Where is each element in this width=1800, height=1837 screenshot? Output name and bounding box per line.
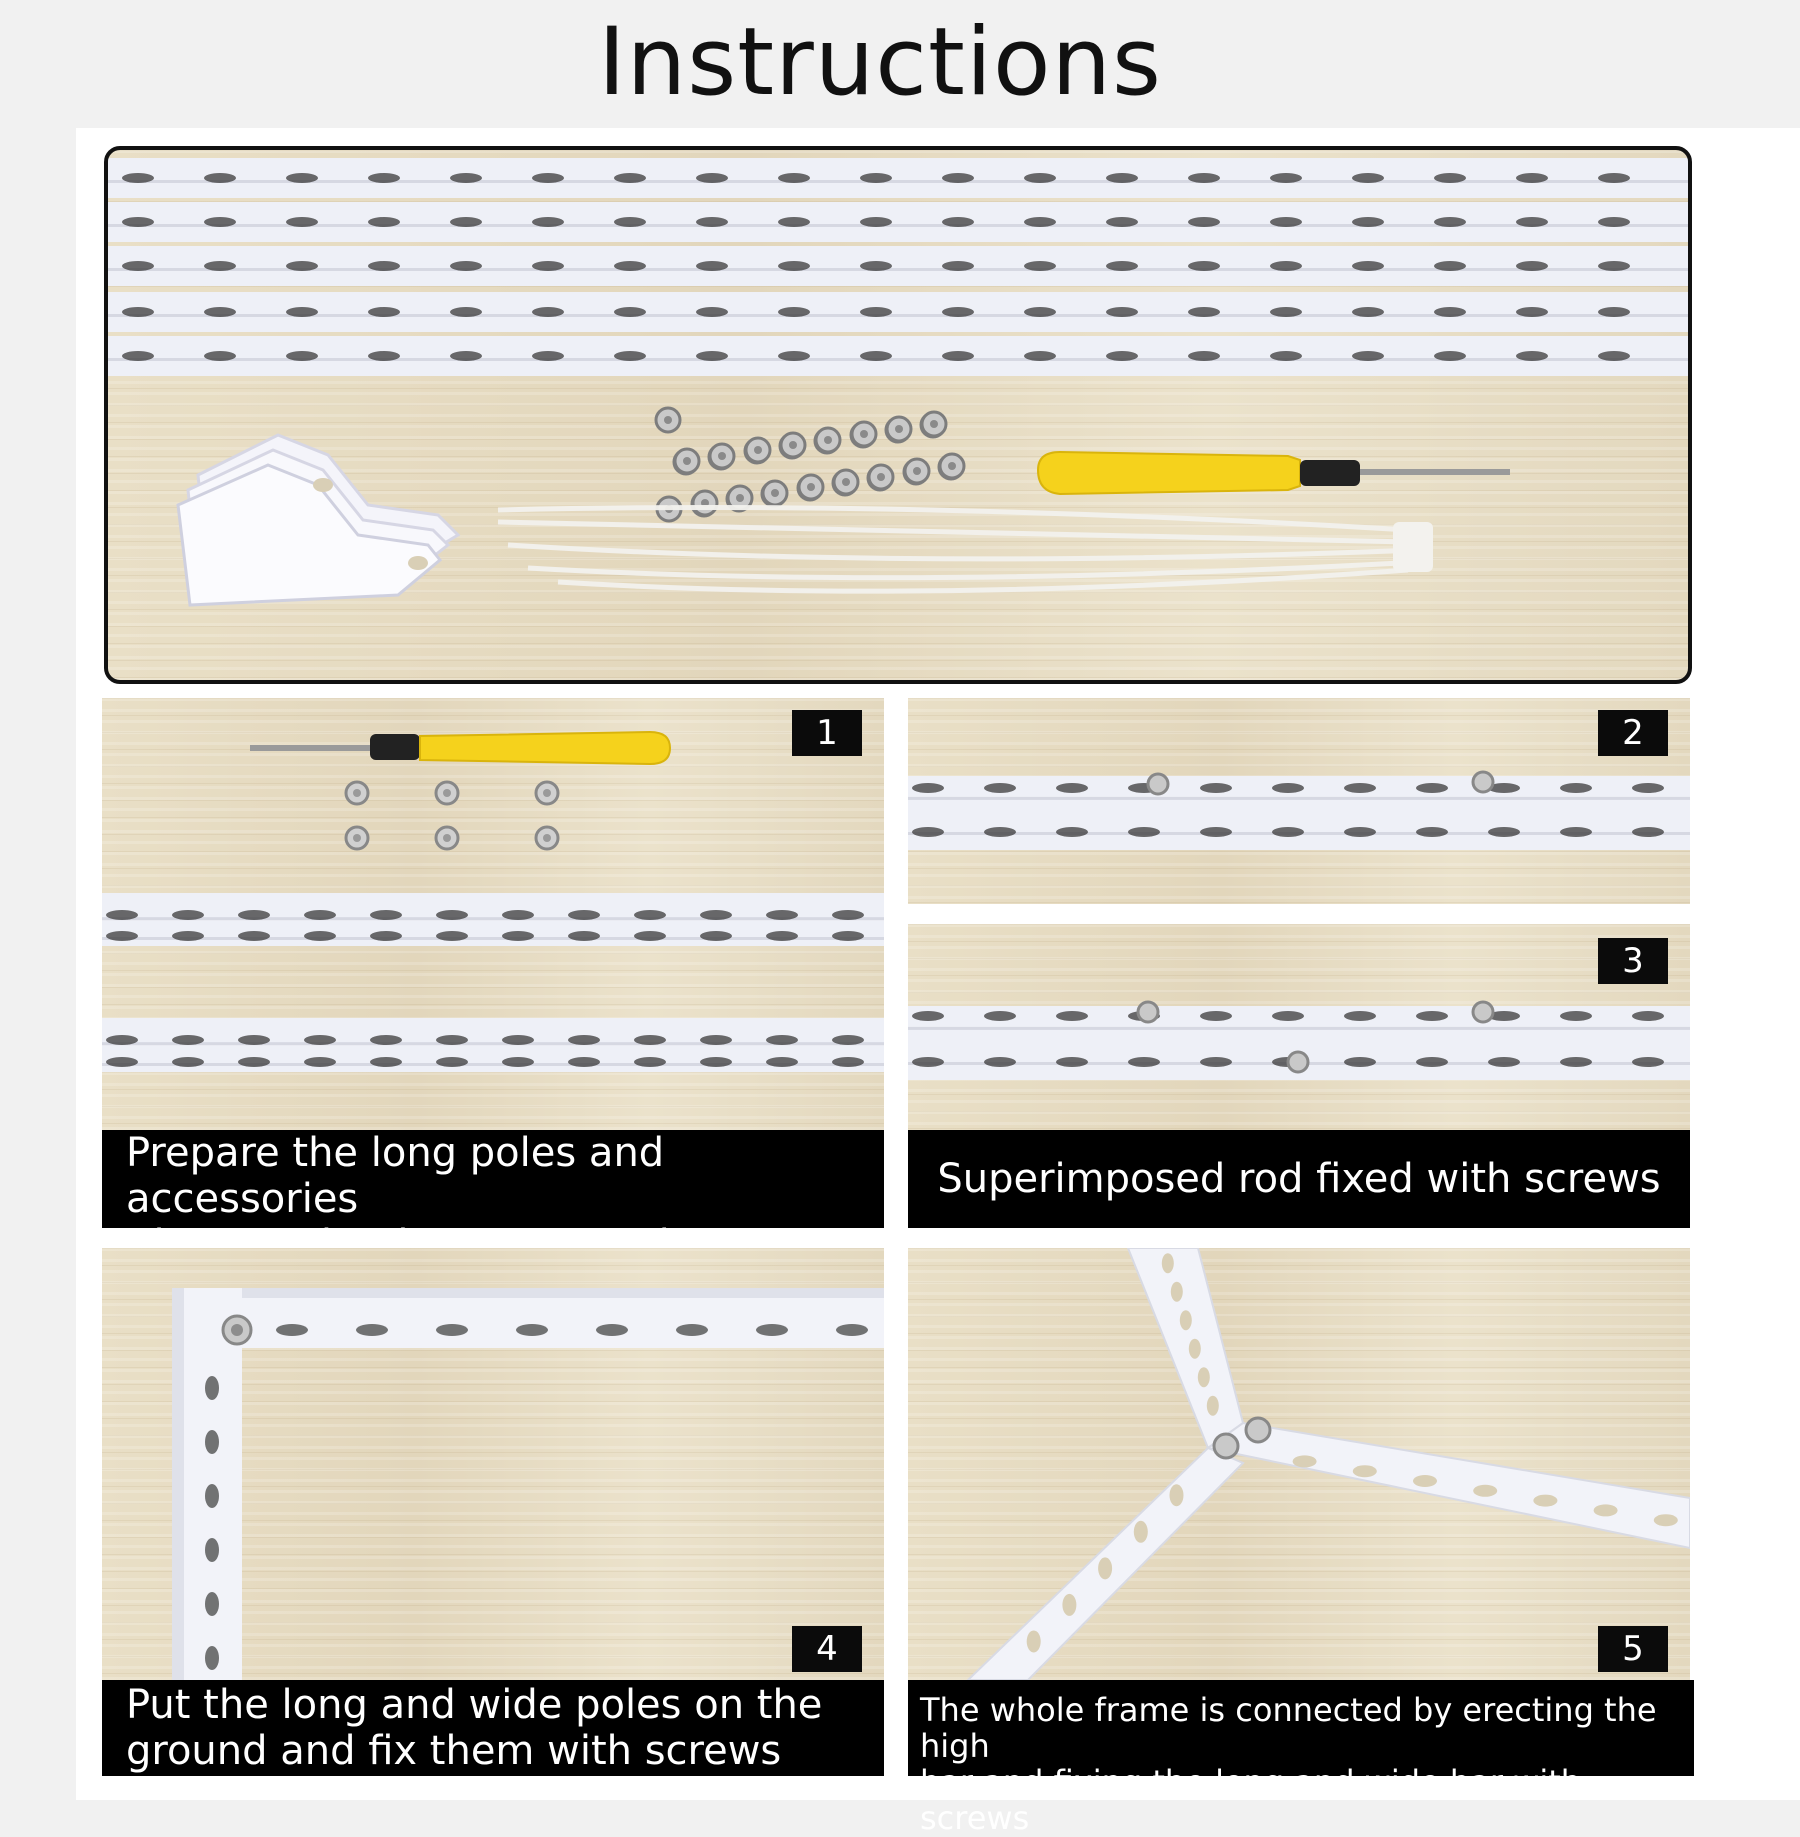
step-4-caption-line2: ground and fix them with screws [126, 1728, 782, 1774]
step-number-badge: 5 [1598, 1626, 1668, 1672]
nut-icon [344, 780, 560, 851]
step-1-caption: Prepare the long poles and accessories t… [102, 1130, 884, 1268]
pole [102, 893, 884, 1072]
pole [908, 770, 1690, 850]
screw-icon [654, 406, 966, 523]
step-2-photo: 2 [908, 698, 1690, 904]
step-3-photo: 3 [908, 924, 1690, 1130]
step-5-photo: 5 [908, 1248, 1690, 1680]
step-number-badge: 1 [792, 710, 862, 756]
pole-stack [108, 158, 1688, 376]
step-number-badge: 4 [792, 1626, 862, 1672]
step-4-photo: 4 [102, 1248, 884, 1680]
step-3-caption: Superimposed rod fixed with screws [908, 1130, 1690, 1228]
corner-bracket-icon [176, 433, 461, 607]
step-1-caption-line1: Prepare the long poles and accessories [126, 1130, 665, 1222]
step-4-caption: Put the long and wide poles on the groun… [102, 1680, 884, 1776]
step-number-badge: 2 [1598, 710, 1668, 756]
screwdriver-icon [1036, 450, 1510, 496]
step-5-caption-line2: bar and fixing the long and wide bar wit… [920, 1763, 1582, 1837]
step-4-caption-line1: Put the long and wide poles on the [126, 1682, 823, 1728]
step-1-photo: 1 [102, 698, 884, 1130]
cable-tie-icon [497, 505, 1419, 594]
pole [908, 1000, 1690, 1080]
step-5-caption: The whole frame is connected by erecting… [908, 1680, 1694, 1836]
page-title: Instructions [597, 8, 1163, 117]
screwdriver-icon [250, 730, 672, 766]
step-number-badge: 3 [1598, 938, 1668, 984]
step-5-caption-line1: The whole frame is connected by erecting… [920, 1691, 1657, 1765]
parts-overview-photo [104, 146, 1692, 684]
